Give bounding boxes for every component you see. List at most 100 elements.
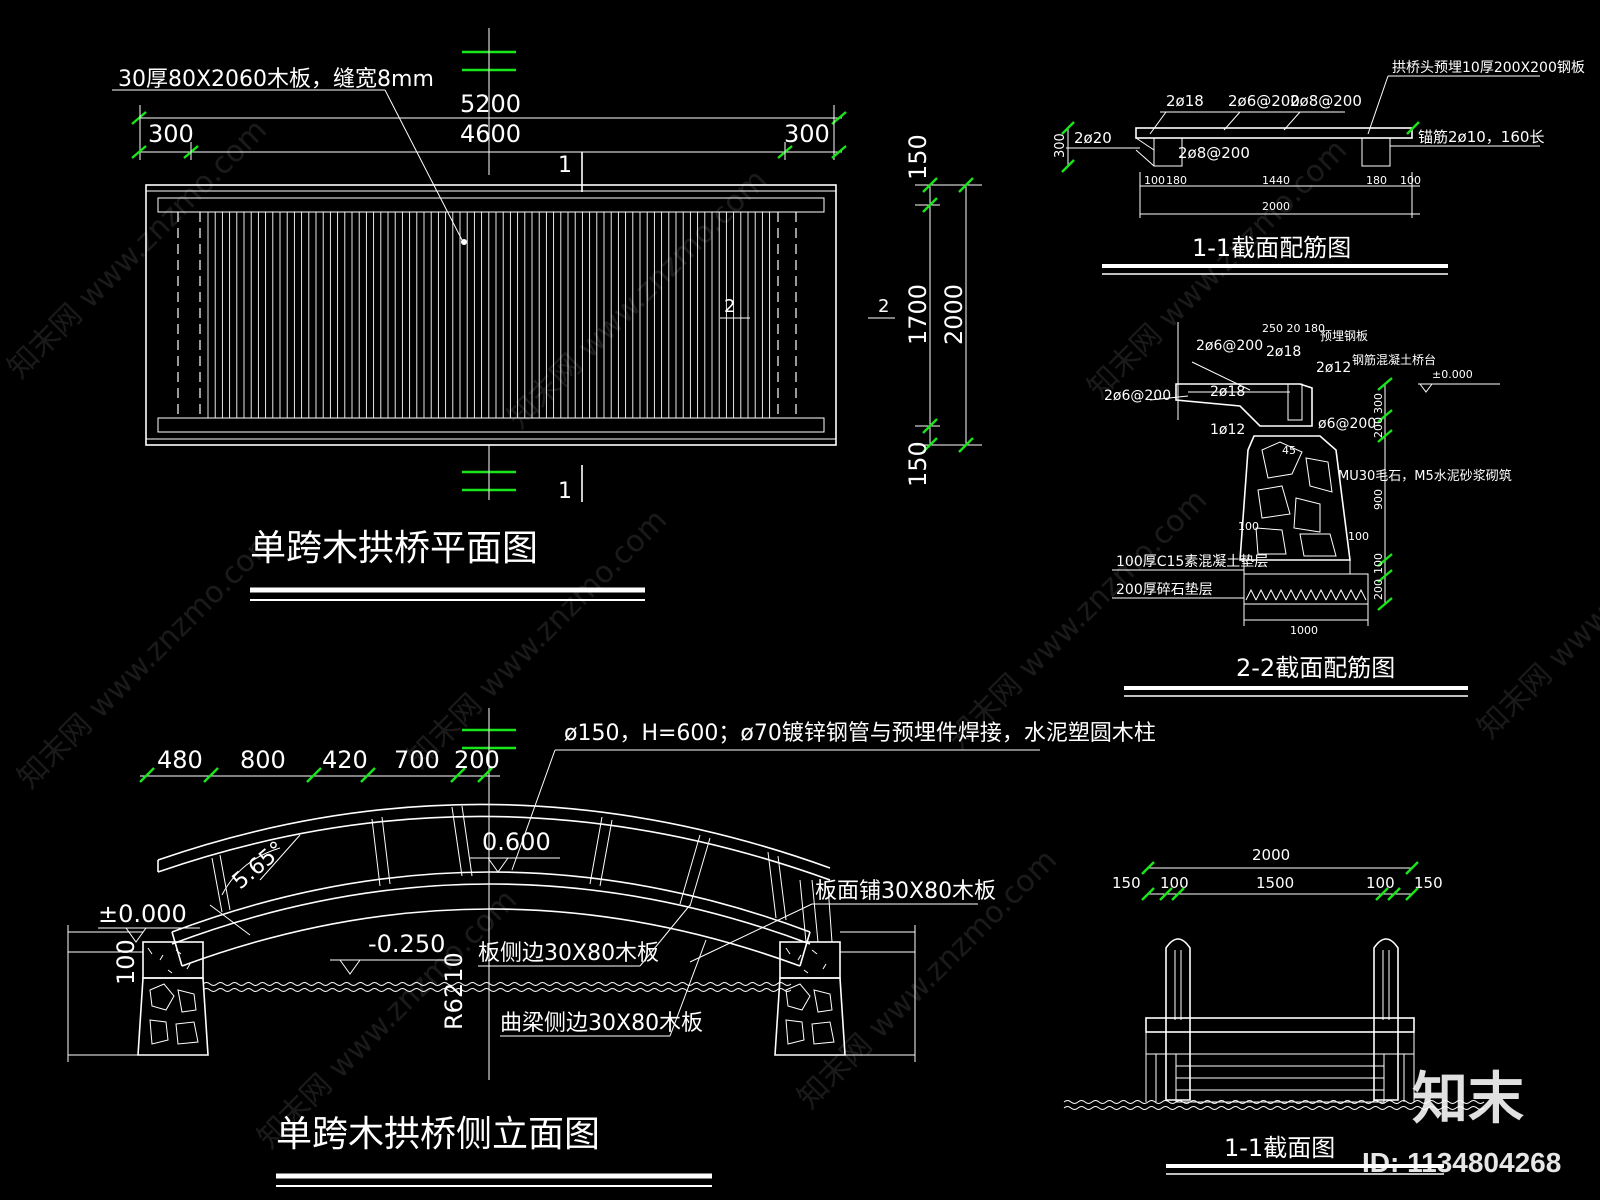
watermarks: 知末网 www.znzmo.com 知末网 www.znzmo.com 知末网 … bbox=[1, 113, 1600, 1156]
plan-title: 单跨木拱桥平面图 bbox=[250, 528, 538, 569]
elev-dim-700: 700 bbox=[394, 746, 440, 774]
elev-level-top: 0.600 bbox=[482, 828, 551, 856]
brand-mark: 知末 ID: 1134804268 bbox=[1362, 1067, 1561, 1178]
s11-d100a: 100 bbox=[1160, 874, 1189, 892]
elev-dim-420: 420 bbox=[322, 746, 368, 774]
s22r-d300: 300 bbox=[1372, 393, 1385, 414]
plan-dim-300-left: 300 bbox=[148, 120, 194, 148]
s22r-h: 1ø12 bbox=[1210, 422, 1245, 438]
s11-post-left bbox=[1165, 938, 1191, 1101]
s22r-i: ø6@200 bbox=[1318, 416, 1376, 432]
plan-dim-5200: 5200 bbox=[460, 90, 521, 118]
elev-post-note: ø150，H=600；ø70镀锌钢管与预埋件焊接，水泥塑圆木柱 bbox=[564, 721, 1156, 746]
elev-abutment-right bbox=[774, 941, 846, 1056]
svg-text:100: 100 bbox=[1348, 530, 1369, 543]
plan-section-1-bottom: 1 bbox=[558, 479, 572, 504]
s11-d150b: 150 bbox=[1414, 874, 1443, 892]
s11r-d180a: 180 bbox=[1166, 174, 1187, 187]
s22r-e: 2ø6@200 bbox=[1104, 388, 1171, 404]
s11-d100b: 100 bbox=[1366, 874, 1395, 892]
s22r-g: 2ø12 bbox=[1316, 360, 1351, 376]
s22r-stone: MU30毛石，M5水泥砂浆砌筑 bbox=[1338, 468, 1512, 484]
elev-arch-beam bbox=[181, 908, 801, 967]
section22-rebar: 2ø6@200 250 20 180 2ø18 预埋钢板 2ø12 钢筋混凝土桥… bbox=[1104, 322, 1512, 697]
brand-id: ID: 1134804268 bbox=[1362, 1147, 1561, 1178]
s11r-d100b: 100 bbox=[1400, 174, 1421, 187]
svg-text:100: 100 bbox=[1238, 520, 1259, 533]
elev-deck bbox=[171, 871, 811, 933]
plan-axis-bottom bbox=[462, 445, 516, 500]
watermark-3: 知末网 www.znzmo.com bbox=[1081, 133, 1354, 406]
elev-dim-800: 800 bbox=[240, 746, 286, 774]
elev-radius: R6210 bbox=[440, 952, 468, 1030]
elev-note-side: 板侧边30X80木板 bbox=[478, 941, 659, 966]
s11r-r4: 2ø20 bbox=[1074, 129, 1112, 147]
watermark-7: 知末网 www.znzmo.com bbox=[1471, 473, 1600, 746]
plan-section-2-outer: 2 bbox=[878, 296, 889, 317]
s22r-d100: 100 bbox=[1372, 553, 1385, 574]
elevation-view: 480 800 420 700 200 ø150，H=600；ø70镀锌钢管与预… bbox=[67, 708, 1156, 1187]
s11-post-right bbox=[1373, 938, 1399, 1101]
elev-note-beam: 曲梁侧边30X80木板 bbox=[500, 1011, 703, 1036]
elev-angle: 5.65° bbox=[228, 837, 290, 895]
s22r-level: ±0.000 bbox=[1432, 368, 1473, 381]
elev-level-zero: ±0.000 bbox=[98, 900, 187, 928]
section11-rebar: 拱桥头预埋10厚200X200钢板 2ø18 2ø6@200 2ø8@200 2… bbox=[1053, 60, 1585, 275]
elev-abutment-left bbox=[137, 941, 209, 1056]
plan-dim-4600: 4600 bbox=[460, 120, 521, 148]
s11-title: 1-1截面图 bbox=[1224, 1134, 1335, 1162]
s22r-b: 250 20 180 bbox=[1262, 322, 1325, 335]
elev-dim-480: 480 bbox=[157, 746, 203, 774]
s22r-gravel-hatch bbox=[1245, 588, 1367, 601]
s22r-c: 2ø18 bbox=[1266, 344, 1301, 360]
s22r-title: 2-2截面配筋图 bbox=[1236, 654, 1395, 682]
s11-d150a: 150 bbox=[1112, 874, 1141, 892]
section11: 2000 150 100 1500 100 150 bbox=[1063, 846, 1485, 1175]
brand-logo: 知末 bbox=[1412, 1067, 1524, 1132]
plan-view: 30厚80X2060木板，缝宽8mm 5200 300 4600 300 bbox=[112, 28, 982, 601]
s22r-d900: 900 bbox=[1372, 489, 1385, 510]
s11r-r1: 2ø18 bbox=[1166, 92, 1204, 110]
s11-water-line bbox=[1063, 1100, 1485, 1110]
s22r-d1000: 1000 bbox=[1290, 624, 1318, 637]
plan-dim-v-150-bottom: 150 bbox=[904, 441, 932, 487]
plan-section-2-inner: 2 bbox=[724, 296, 735, 317]
s11r-r6: 锚筋2ø10，160长 bbox=[1418, 128, 1544, 146]
s22r-d200: 200 bbox=[1372, 417, 1385, 438]
elev-water-line bbox=[202, 982, 792, 992]
elev-handrail-top bbox=[157, 803, 831, 869]
s11r-title: 1-1截面配筋图 bbox=[1192, 234, 1351, 262]
plan-dim-300-right: 300 bbox=[784, 120, 830, 148]
s22r-layer1: 100厚C15素混凝土垫层 bbox=[1116, 554, 1268, 570]
s11r-d300: 300 bbox=[1053, 133, 1068, 158]
elev-note-deck: 板面铺30X80木板 bbox=[815, 879, 996, 904]
s22r-d200b: 200 bbox=[1372, 579, 1385, 600]
plan-axis-top bbox=[462, 28, 516, 175]
plan-dim-v-2000: 2000 bbox=[940, 284, 968, 345]
s22r-j: 预埋钢板 bbox=[1320, 329, 1368, 343]
s11r-r5: 2ø8@200 bbox=[1178, 144, 1250, 162]
plan-deck-outline bbox=[145, 184, 837, 446]
plan-top-note: 30厚80X2060木板，缝宽8mm bbox=[118, 67, 434, 92]
elev-dim-200: 200 bbox=[454, 746, 500, 774]
watermark-6: 知末网 www.znzmo.com bbox=[941, 483, 1214, 756]
s22r-layer2: 200厚碎石垫层 bbox=[1116, 582, 1213, 598]
elev-posts bbox=[211, 805, 787, 921]
s11r-d1440: 1440 bbox=[1262, 174, 1290, 187]
s11r-d180b: 180 bbox=[1366, 174, 1387, 187]
s22r-a: 2ø6@200 bbox=[1196, 338, 1263, 354]
plan-section-1-top: 1 bbox=[558, 153, 572, 178]
s11r-d100a: 100 bbox=[1144, 174, 1165, 187]
elev-dim-100: 100 bbox=[112, 939, 140, 985]
elev-title: 单跨木拱桥侧立面图 bbox=[276, 1114, 600, 1155]
s22r-45: 45 bbox=[1282, 444, 1296, 457]
s11-d2000: 2000 bbox=[1252, 846, 1290, 864]
s11r-r2: 2ø6@200 bbox=[1228, 92, 1300, 110]
s11-d1500: 1500 bbox=[1256, 874, 1294, 892]
s11r-note-plate: 拱桥头预埋10厚200X200钢板 bbox=[1392, 60, 1585, 76]
s11r-d2000: 2000 bbox=[1262, 200, 1290, 213]
elev-level-water: -0.250 bbox=[368, 930, 445, 958]
plan-dim-v-1700: 1700 bbox=[904, 284, 932, 345]
s11r-r3: 2ø8@200 bbox=[1290, 92, 1362, 110]
